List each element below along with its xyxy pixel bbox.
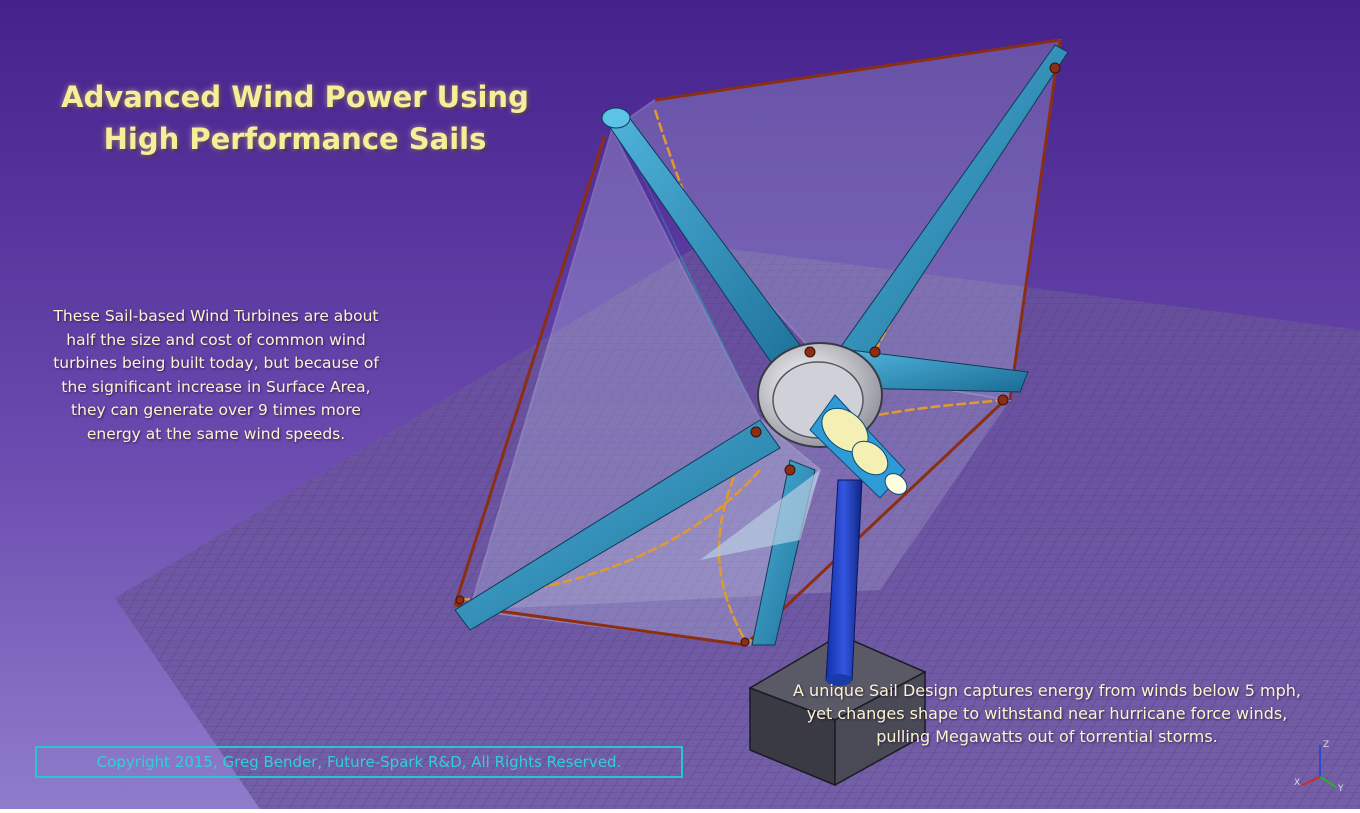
title-line-1: Advanced Wind Power Using [61,80,529,114]
turbine-hub [757,342,908,499]
description-left: These Sail-based Wind Turbines are about… [26,305,406,446]
ground-grid [115,245,1360,809]
description-left-line: half the size and cost of common wind [66,330,366,349]
copyright-text: Copyright 2015, Greg Bender, Future-Spar… [96,753,622,771]
description-right-line: pulling Megawatts out of torrential stor… [876,727,1218,746]
sail-frame [453,38,1062,647]
description-left-line: turbines being built today, but because … [53,354,379,372]
description-right-line: A unique Sail Design captures energy fro… [793,681,1301,700]
axis-y-label: Y [1337,784,1344,794]
description-left-line: energy at the same wind speeds. [86,424,346,443]
turbine-tower [748,479,927,787]
description-left-line: These Sail-based Wind Turbines are about [53,307,379,325]
turbine-blades [454,44,1069,646]
frame-joints [455,62,1061,647]
axis-z-label: Z [1323,740,1329,750]
description-left-line: the significant increase in Surface Area… [61,377,371,396]
page-title: Advanced Wind Power Using High Performan… [30,76,560,160]
copyright-notice: Copyright 2015, Greg Bender, Future-Spar… [35,746,683,778]
axis-x-label: X [1294,778,1300,788]
description-right-line: yet changes shape to withstand near hurr… [806,704,1288,723]
axis-triad-icon: Z X Y [1294,740,1344,794]
description-right: A unique Sail Design captures energy fro… [752,679,1342,748]
description-left-line: they can generate over 9 times more [71,401,361,419]
title-line-2: High Performance Sails [103,122,487,156]
